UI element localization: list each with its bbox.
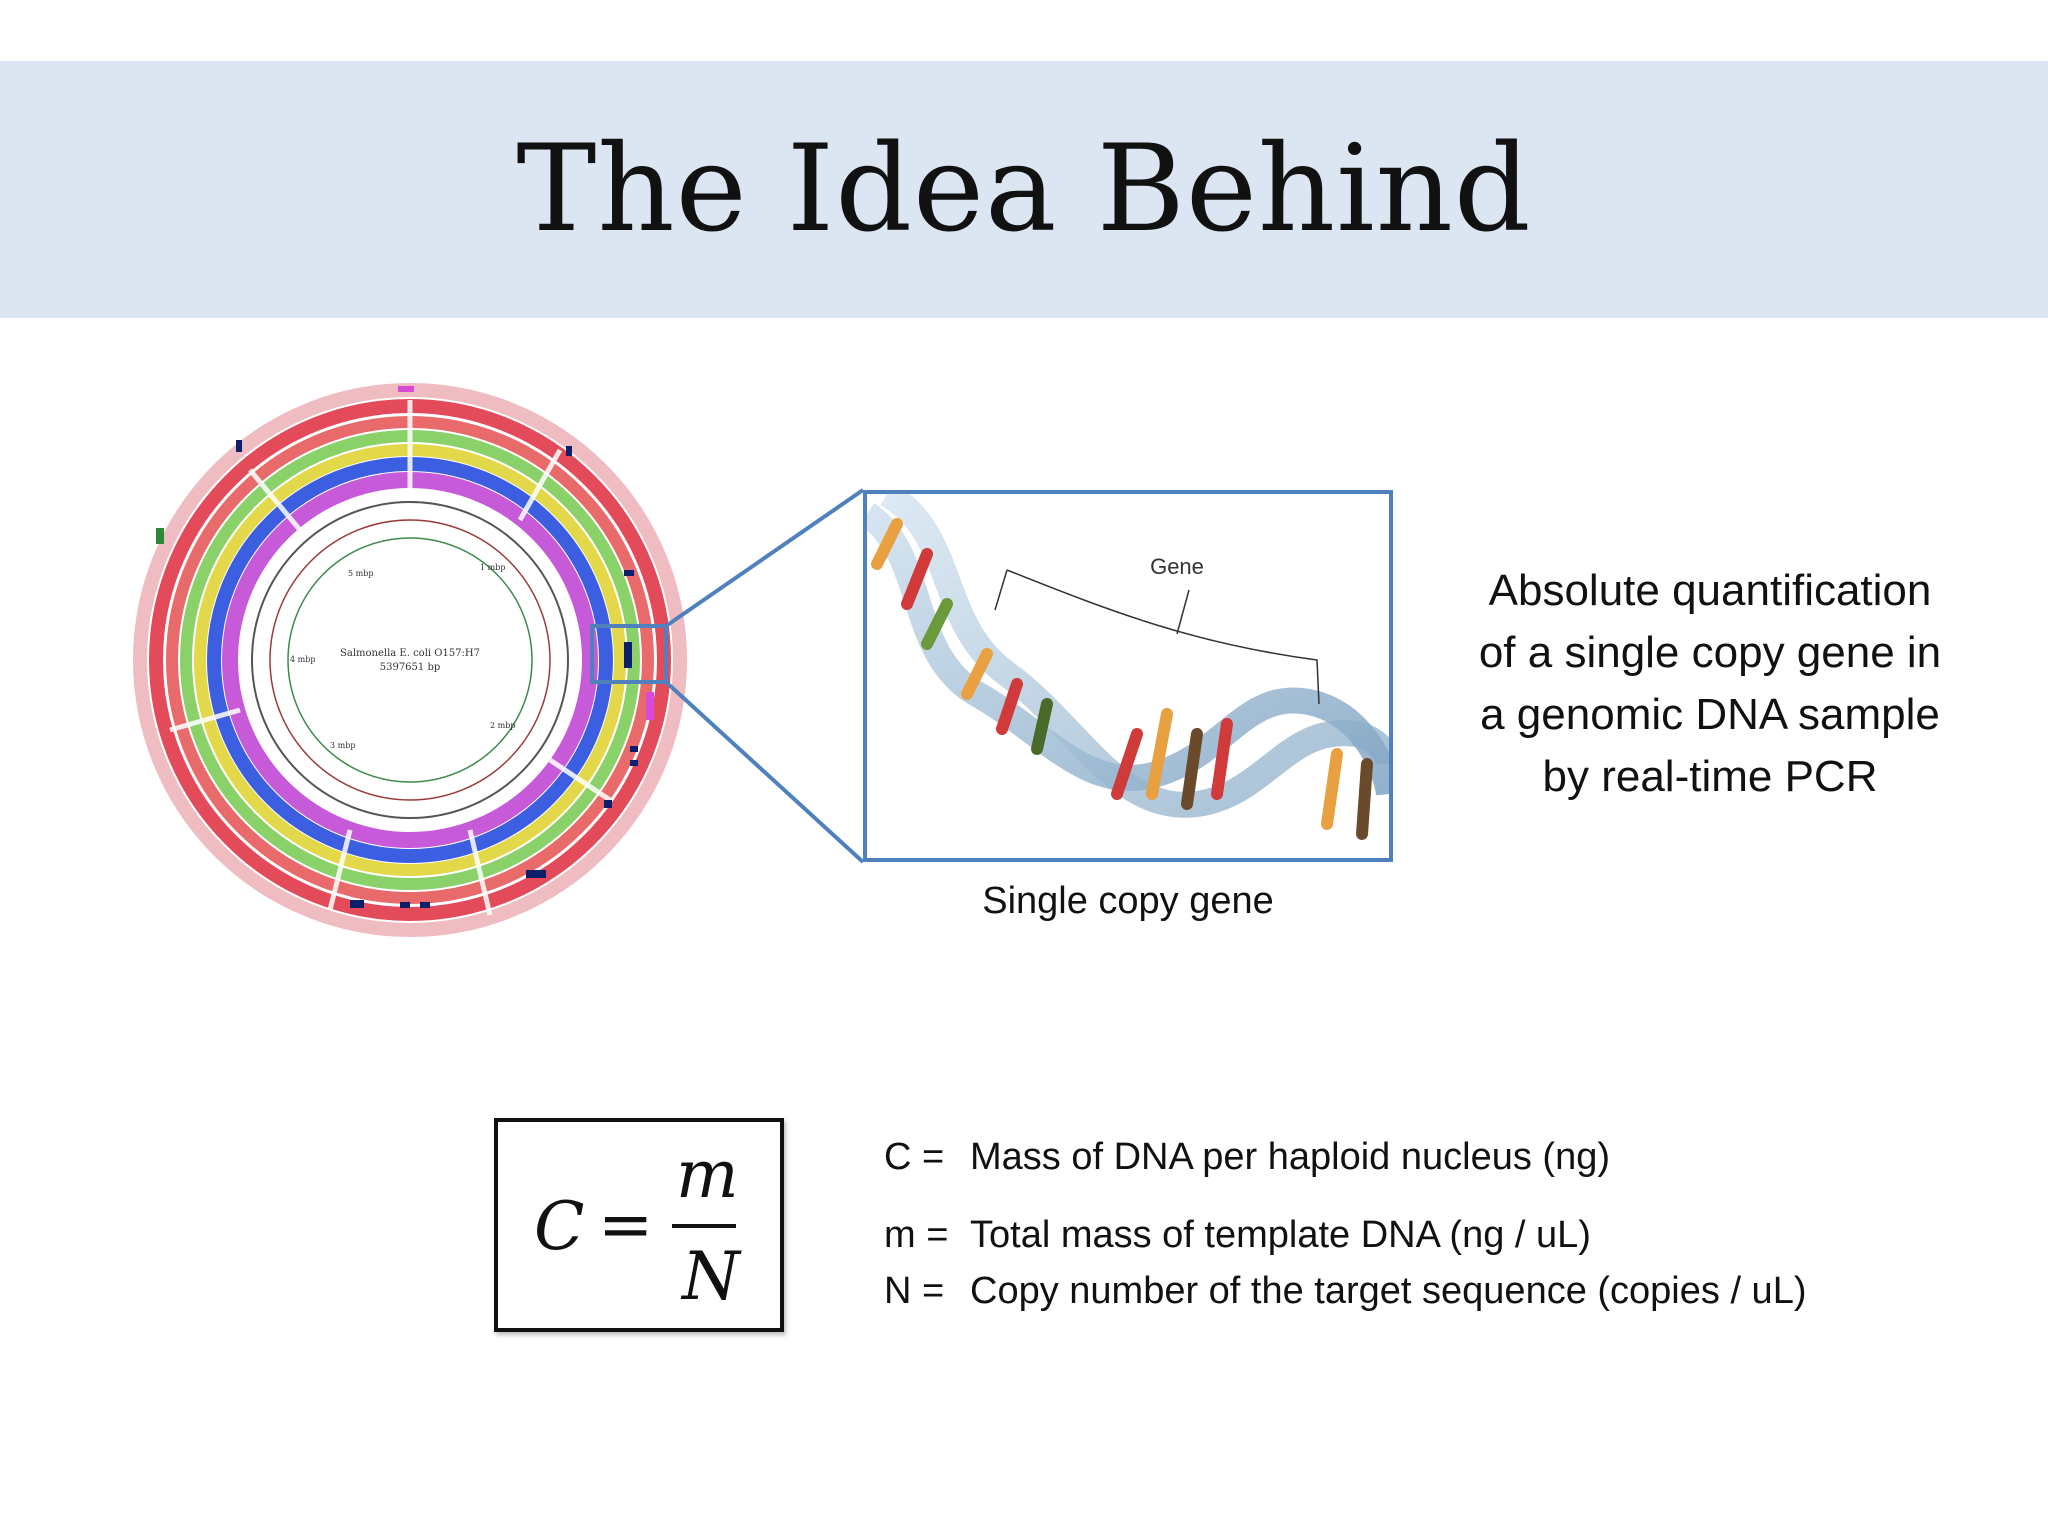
legend-symbol: m = (884, 1214, 949, 1256)
description-line: of a single copy gene in (1478, 628, 1942, 677)
genome-map-figure: Salmonella E. coli O157:H7 5397651 bp 1 … (133, 383, 687, 937)
genome-scale-label: 5 mbp (348, 569, 373, 578)
formula-denominator: N (682, 1238, 740, 1315)
legend-item-n: N = Copy number of the target sequence (c… (884, 1270, 1806, 1313)
genome-scale-label: 4 mbp (290, 655, 315, 664)
formula-box: C = m N (494, 1118, 784, 1332)
description-text: Absolute quantification of a single copy… (1440, 560, 1980, 808)
legend-text: Total mass of template DNA (ng / uL) (970, 1214, 1591, 1256)
legend-symbol: C = (884, 1136, 945, 1178)
fraction-bar (672, 1224, 736, 1228)
genome-scale-label: 2 mbp (490, 721, 515, 730)
description-line: a genomic DNA sample (1480, 690, 1940, 739)
formula-lhs: C (534, 1188, 585, 1265)
genome-center-label: Salmonella E. coli O157:H7 (340, 648, 480, 659)
dna-helix-illustration: Gene (867, 494, 1389, 840)
title-band (0, 61, 2048, 318)
genome-scale-label: 1 mbp (480, 563, 505, 572)
legend-text: Copy number of the target sequence (copi… (970, 1270, 1807, 1312)
legend-text: Mass of DNA per haploid nucleus (ng) (970, 1136, 1610, 1178)
gene-label: Gene (1150, 554, 1204, 579)
genome-center-size: 5397651 bp (380, 662, 441, 673)
slide-title: The Idea Behind (516, 120, 1532, 259)
description-line: by real-time PCR (1542, 752, 1878, 801)
dna-helix-inset: Gene (863, 490, 1393, 862)
legend-symbol: N = (884, 1270, 945, 1312)
formula-numerator: m (676, 1136, 739, 1213)
description-line: Absolute quantification (1488, 566, 1932, 615)
formula-equals: = (598, 1186, 654, 1263)
legend-item-m: m = Total mass of template DNA (ng / uL) (884, 1214, 1591, 1257)
genome-scale-label: 3 mbp (330, 741, 355, 750)
zoom-region-marker (590, 624, 668, 684)
dna-caption: Single copy gene (982, 880, 1274, 922)
legend-item-c: C = Mass of DNA per haploid nucleus (ng) (884, 1136, 1610, 1179)
